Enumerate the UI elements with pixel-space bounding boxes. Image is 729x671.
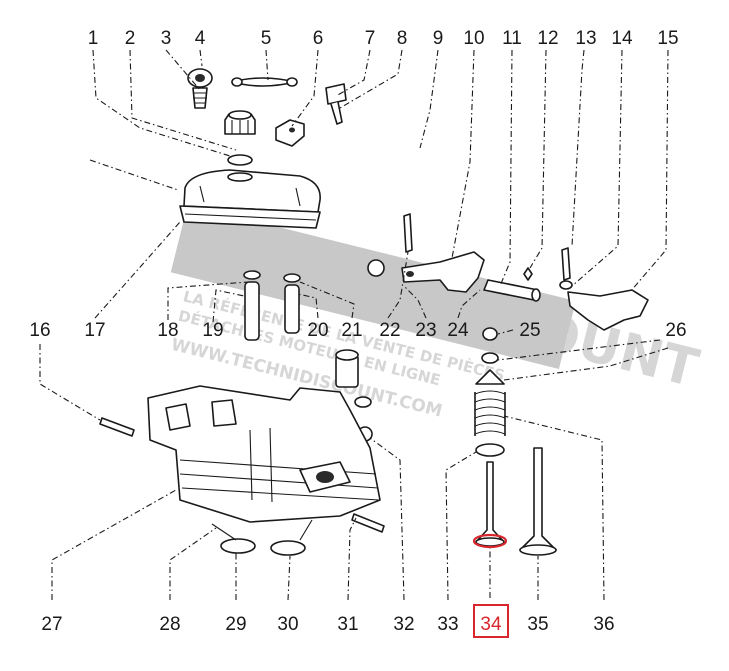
callout-8: 8 — [397, 28, 408, 49]
valve-keeper — [482, 327, 498, 341]
callout-5: 5 — [261, 28, 272, 49]
watermark-band — [170, 204, 576, 369]
callout-31: 31 — [337, 614, 358, 635]
rocker-shaft — [483, 279, 541, 302]
callout-34: 34 — [480, 614, 502, 635]
part-34-highlight-ring — [472, 533, 508, 549]
callout-17: 17 — [84, 320, 105, 341]
callout-24: 24 — [447, 320, 469, 341]
callout-21: 21 — [341, 320, 362, 341]
callout-14: 14 — [611, 28, 633, 49]
leader-lines — [39, 49, 669, 601]
callout-6: 6 — [313, 28, 324, 49]
callout-29: 29 — [225, 614, 246, 635]
callout-32: 32 — [393, 614, 414, 635]
callout-27: 27 — [41, 614, 62, 635]
callout-13: 13 — [575, 28, 596, 49]
bracket — [275, 119, 305, 147]
callout-18: 18 — [157, 320, 178, 341]
callout-12: 12 — [537, 28, 558, 49]
callout-19: 19 — [202, 320, 223, 341]
cylinder-head — [147, 385, 381, 523]
callout-22: 22 — [379, 320, 400, 341]
bolt — [325, 83, 347, 125]
seal-strip — [231, 77, 298, 87]
exhaust-valve — [519, 447, 557, 556]
rocker-arm-left — [367, 213, 485, 293]
callout-20: 20 — [307, 320, 328, 341]
stud-left — [99, 417, 135, 437]
callout-23: 23 — [415, 320, 436, 341]
callout-10: 10 — [463, 28, 484, 49]
tappet — [335, 349, 372, 408]
callout-labels: 1 2 3 4 5 6 7 8 9 10 11 12 13 14 15 16 1… — [29, 28, 687, 638]
callout-33: 33 — [437, 614, 458, 635]
rocker-arm-right — [559, 247, 649, 331]
push-rod-tubes — [243, 270, 301, 341]
callout-9: 9 — [433, 28, 444, 49]
callout-4: 4 — [195, 28, 206, 49]
callout-25: 25 — [519, 320, 540, 341]
valve-spring — [474, 352, 506, 457]
callout-28: 28 — [159, 614, 180, 635]
callout-26: 26 — [665, 320, 686, 341]
callout-35: 35 — [527, 614, 548, 635]
callout-15: 15 — [657, 28, 678, 49]
stud-right — [351, 513, 385, 533]
callout-11: 11 — [502, 28, 522, 49]
callout-2: 2 — [125, 28, 136, 49]
callout-34-highlight-box — [473, 604, 509, 638]
small-pin — [523, 267, 533, 281]
callout-3: 3 — [161, 28, 172, 49]
callout-36: 36 — [593, 614, 614, 635]
banjo-fitting — [187, 68, 213, 109]
intake-valve — [475, 461, 505, 547]
callout-30: 30 — [277, 614, 298, 635]
fitting-nut — [224, 110, 256, 166]
callout-1: 1 — [88, 28, 99, 49]
callout-7: 7 — [365, 28, 376, 49]
head-cover — [179, 169, 321, 229]
callout-16: 16 — [29, 320, 50, 341]
lower-seals — [211, 519, 313, 556]
